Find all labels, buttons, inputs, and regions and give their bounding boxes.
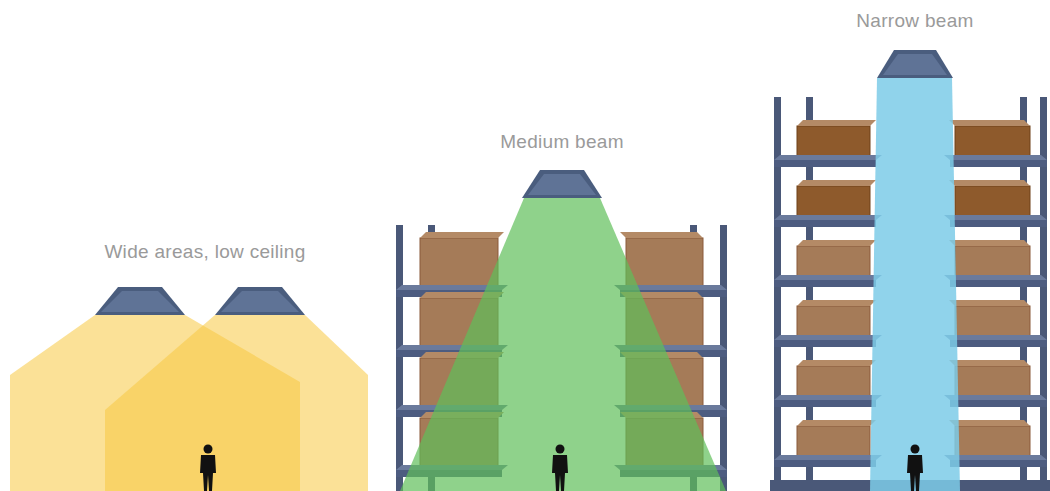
beam-label: Wide areas, low ceiling bbox=[104, 241, 305, 263]
rack-shelf bbox=[950, 160, 1047, 167]
person-body bbox=[552, 455, 568, 491]
storage-box bbox=[955, 246, 1030, 280]
rack-shelf bbox=[774, 400, 876, 407]
light-fixture bbox=[522, 170, 602, 198]
rack-shelf bbox=[950, 220, 1047, 227]
rack-shelf-top bbox=[774, 215, 882, 220]
storage-box bbox=[955, 186, 1030, 220]
rack-shelf-top bbox=[944, 455, 1047, 460]
storage-box bbox=[626, 238, 703, 290]
light-beam-medium bbox=[400, 198, 726, 491]
storage-box-top bbox=[949, 240, 1030, 246]
person-head bbox=[204, 445, 213, 454]
storage-box-top bbox=[797, 180, 876, 186]
storage-box bbox=[797, 426, 870, 460]
person-body bbox=[200, 455, 216, 491]
light-fixture bbox=[215, 287, 305, 315]
storage-box bbox=[955, 306, 1030, 340]
rack-shelf-top bbox=[774, 455, 882, 460]
person-head bbox=[911, 445, 920, 454]
storage-box-top bbox=[949, 420, 1030, 426]
storage-box-top bbox=[797, 360, 876, 366]
storage-box-top bbox=[797, 240, 876, 246]
storage-box bbox=[797, 186, 870, 220]
rack-shelf-top bbox=[944, 155, 1047, 160]
rack-shelf-top bbox=[944, 275, 1047, 280]
rack-shelf-top bbox=[774, 335, 882, 340]
rack-shelf bbox=[950, 340, 1047, 347]
light-fixture-face bbox=[101, 291, 179, 312]
rack-shelf bbox=[950, 460, 1047, 467]
beam-label: Medium beam bbox=[500, 131, 624, 153]
storage-box-top bbox=[949, 180, 1030, 186]
rack-upright bbox=[720, 225, 727, 491]
storage-box bbox=[797, 126, 870, 160]
rack-shelf-top bbox=[774, 155, 882, 160]
storage-box bbox=[955, 366, 1030, 400]
storage-box-top bbox=[797, 420, 876, 426]
light-fixture bbox=[877, 50, 953, 78]
rack-shelf-top bbox=[944, 335, 1047, 340]
rack-shelf-top bbox=[774, 395, 882, 400]
storage-box-top bbox=[620, 232, 703, 238]
storage-box-top bbox=[797, 120, 876, 126]
light-fixture bbox=[95, 287, 185, 315]
rack-shelf-top bbox=[944, 215, 1047, 220]
light-cone-wide bbox=[105, 315, 368, 491]
storage-box-top bbox=[949, 120, 1030, 126]
storage-box-top bbox=[949, 300, 1030, 306]
light-beam-narrow bbox=[870, 78, 960, 491]
rack-shelf bbox=[774, 340, 876, 347]
rack-shelf-top bbox=[944, 395, 1047, 400]
light-fixture-face bbox=[221, 291, 299, 312]
person-head bbox=[556, 445, 565, 454]
storage-box bbox=[420, 238, 498, 290]
light-fixture-face bbox=[528, 174, 596, 195]
storage-box bbox=[797, 306, 870, 340]
rack-shelf bbox=[950, 400, 1047, 407]
storage-box-top bbox=[797, 300, 876, 306]
person-body bbox=[907, 455, 923, 491]
beam-label: Narrow beam bbox=[856, 10, 973, 32]
storage-box bbox=[797, 366, 870, 400]
rack-shelf bbox=[774, 460, 876, 467]
rack-shelf bbox=[774, 160, 876, 167]
storage-box bbox=[797, 246, 870, 280]
storage-box bbox=[955, 126, 1030, 160]
rack-upright bbox=[396, 225, 403, 491]
rack-shelf bbox=[774, 220, 876, 227]
rack-shelf bbox=[774, 280, 876, 287]
rack-shelf-top bbox=[774, 275, 882, 280]
light-fixture-face bbox=[883, 54, 947, 75]
storage-box-top bbox=[420, 232, 504, 238]
storage-box bbox=[955, 426, 1030, 460]
storage-box-top bbox=[949, 360, 1030, 366]
rack-shelf bbox=[950, 280, 1047, 287]
